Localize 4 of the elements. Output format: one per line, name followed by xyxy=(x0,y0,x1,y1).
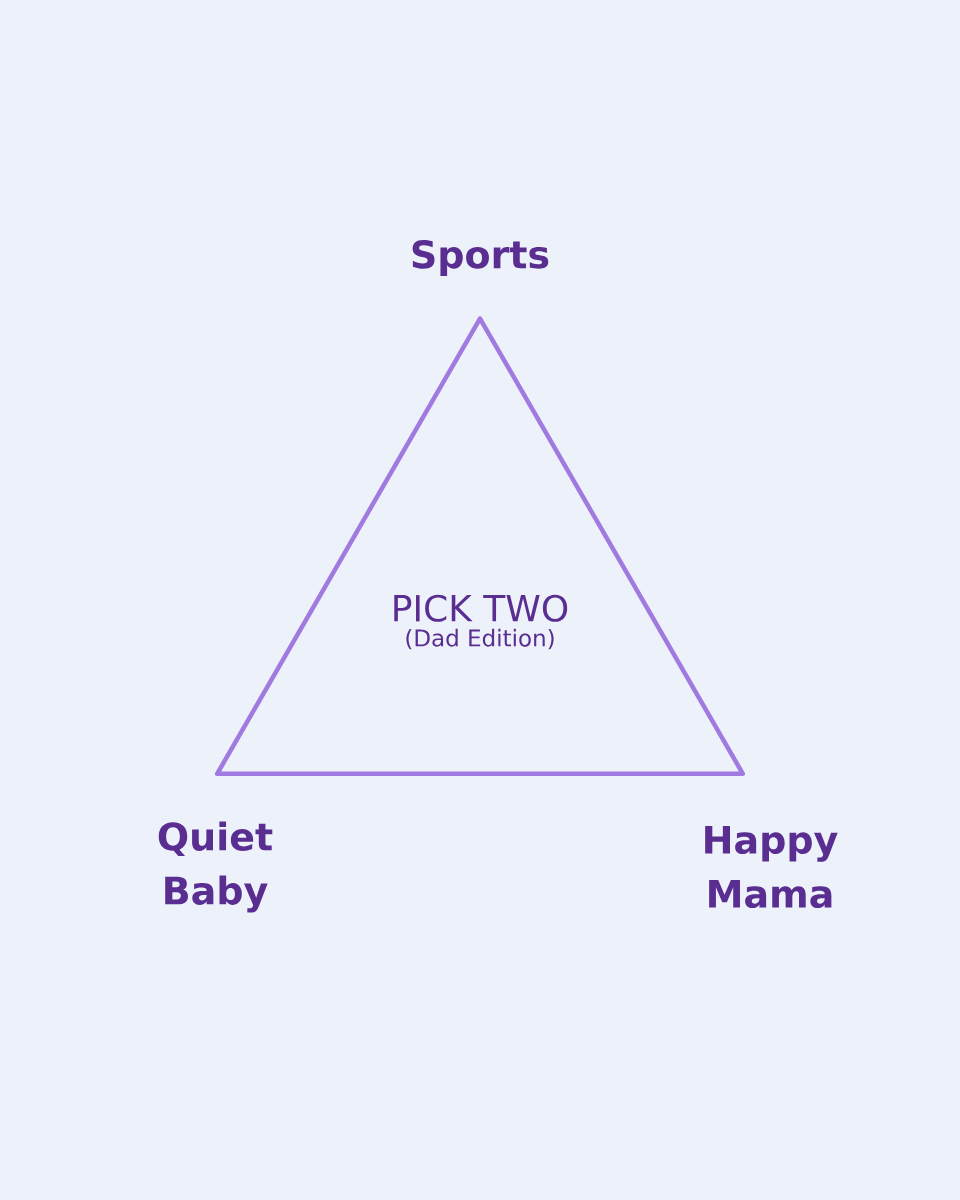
vertex-label: Happy Mama xyxy=(705,825,838,909)
triangle: PICK TWO (Dad Edition) xyxy=(214,316,746,776)
vertex-label: Sports xyxy=(412,239,549,277)
vertex-label: Quiet Baby xyxy=(158,821,273,913)
